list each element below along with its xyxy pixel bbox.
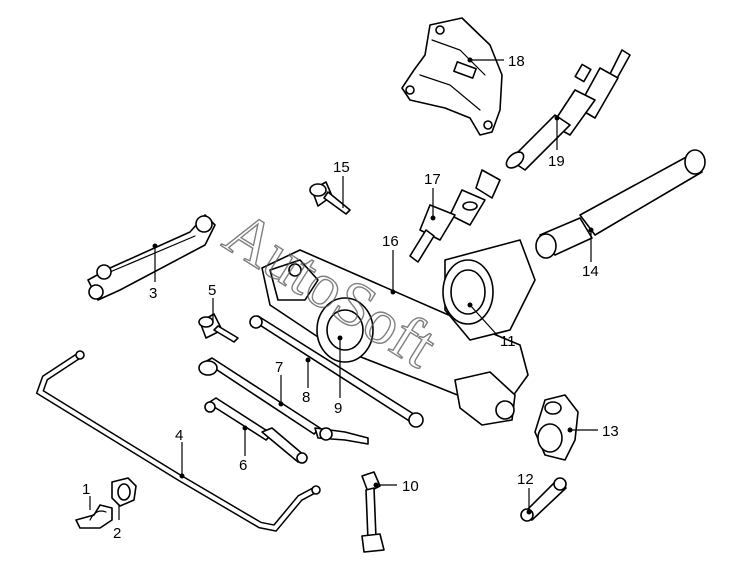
callout-3: 3 xyxy=(149,285,157,302)
callout-17: 17 xyxy=(424,171,441,188)
mounting-bracket-part[interactable] xyxy=(401,17,503,136)
callout-4: 4 xyxy=(175,427,183,444)
tie-rod-end-lower-part[interactable] xyxy=(198,313,239,343)
callout-11: 11 xyxy=(500,333,516,350)
callout-8: 8 xyxy=(302,389,310,406)
bell-housing-part[interactable] xyxy=(442,239,536,341)
leader-lines xyxy=(89,57,598,520)
pitman-arm-part[interactable] xyxy=(520,477,567,522)
callout-10: 10 xyxy=(402,478,419,495)
callout-labels: 1 2 3 4 5 6 7 8 9 10 11 12 13 14 15 16 1… xyxy=(82,53,619,542)
callout-1: 1 xyxy=(82,481,90,498)
callout-2: 2 xyxy=(113,525,121,542)
callout-13: 13 xyxy=(602,423,619,440)
stabilizer-clamp-part[interactable] xyxy=(75,504,113,529)
callout-19: 19 xyxy=(548,153,565,170)
callout-12: 12 xyxy=(517,471,534,488)
callout-9: 9 xyxy=(334,400,342,417)
callout-6: 6 xyxy=(239,457,247,474)
axle-housing-part[interactable] xyxy=(261,249,529,426)
callout-16: 16 xyxy=(382,233,399,250)
callout-7: 7 xyxy=(275,359,283,376)
universal-joint-part[interactable] xyxy=(409,169,501,263)
steering-damper-part[interactable] xyxy=(204,397,308,464)
steering-column-part[interactable] xyxy=(503,49,631,171)
drag-link-part[interactable] xyxy=(249,315,424,428)
steering-arm-part[interactable] xyxy=(87,214,216,301)
callout-18: 18 xyxy=(508,53,525,70)
callout-14: 14 xyxy=(582,263,599,280)
steering-box-part[interactable] xyxy=(534,394,579,461)
stabilizer-bar-part[interactable] xyxy=(35,350,321,532)
link-pin-part[interactable] xyxy=(361,471,385,553)
callout-5: 5 xyxy=(208,282,216,299)
tie-rod-part[interactable] xyxy=(198,357,369,445)
callout-15: 15 xyxy=(333,159,350,176)
tie-rod-end-upper-part[interactable] xyxy=(309,181,351,215)
bushing-part[interactable] xyxy=(111,477,137,507)
